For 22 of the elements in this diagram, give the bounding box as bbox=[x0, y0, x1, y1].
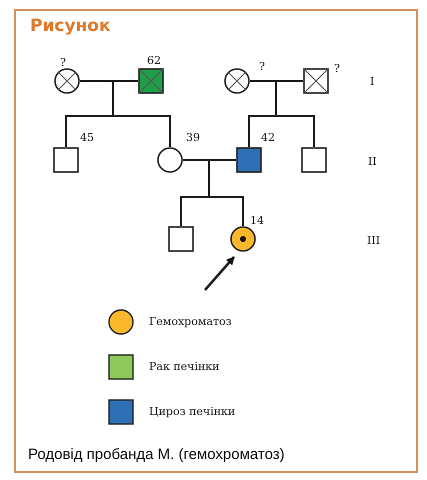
generation-label: III bbox=[367, 235, 380, 246]
male-symbol bbox=[301, 147, 327, 173]
pedigree-line bbox=[275, 80, 315, 147]
age-label: 45 bbox=[80, 132, 94, 143]
figure-caption: Родовід пробанда М. (гемохроматоз) bbox=[28, 446, 285, 463]
age-label: ? bbox=[60, 57, 66, 68]
generation-label: II bbox=[368, 156, 377, 167]
pointer-arrow bbox=[204, 256, 235, 291]
male-symbol bbox=[168, 226, 194, 252]
age-label: 14 bbox=[250, 215, 264, 226]
age-label: 42 bbox=[261, 132, 275, 143]
legend-label: Рак печінки bbox=[149, 361, 220, 372]
generation-label: I bbox=[370, 76, 374, 87]
pedigree-line bbox=[208, 159, 244, 226]
age-label: 62 bbox=[147, 55, 161, 66]
legend-label: Цироз печінки bbox=[149, 406, 236, 417]
legend-label: Гемохроматоз bbox=[149, 316, 232, 327]
age-label: 39 bbox=[186, 132, 200, 143]
figure-title: Рисунок bbox=[30, 16, 110, 36]
age-label: ? bbox=[334, 63, 340, 74]
age-label: ? bbox=[259, 61, 265, 72]
pedigree-line bbox=[112, 80, 171, 147]
